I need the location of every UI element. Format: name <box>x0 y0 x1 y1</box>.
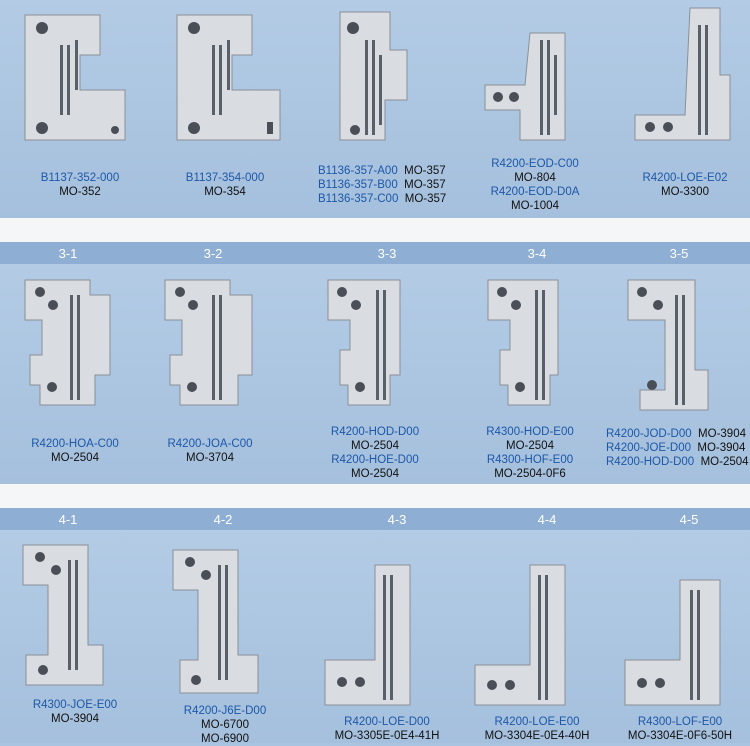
part-code: R4300-JOE-E00 <box>32 699 118 711</box>
needle-plate-image <box>324 564 411 706</box>
part-label-3-5: R4200-JOD-D00 MO-3904 R4200-JOE-D00 MO-3… <box>606 427 749 469</box>
part-code: R4200-EOD-C00 <box>491 158 579 170</box>
part-label-4-2: R4200-J6E-D00 MO-6700 MO-6900 <box>150 704 300 746</box>
needle-plate-image <box>474 564 566 706</box>
part-code: B1137-354-000 <box>185 172 265 184</box>
part-code: R4200-HOE-D00 <box>331 454 419 466</box>
part-code: R4200-LOE-D00 <box>344 716 430 728</box>
part-label-3-3: R4200-HOD-D00 MO-2504 R4200-HOE-D00 MO-2… <box>300 425 450 481</box>
header-3-3: 3-3 <box>377 246 397 261</box>
part-label-4-4: R4200-LOE-E00 MO-3304E-0E4-40H <box>462 715 612 743</box>
part-label-4-3: R4200-LOE-D00 MO-3305E-0E4-41H <box>312 715 462 743</box>
part-label-3-4: R4300-HOD-E00 MO-2504 R4300-HOF-E00 MO-2… <box>455 425 605 481</box>
needle-plate-image <box>24 279 111 406</box>
model-number: MO-2504 <box>51 452 99 464</box>
needle-plate-image <box>164 279 253 406</box>
model-number: MO-3300 <box>661 186 709 198</box>
needle-plate-image <box>176 14 281 141</box>
header-4-3: 4-3 <box>387 512 407 527</box>
part-label-r4200-loe-e02: R4200-LOE-E02 MO-3300 <box>610 171 750 199</box>
part-label-3-2: R4200-JOA-C00 MO-3704 <box>135 437 285 465</box>
needle-plate-image <box>627 279 709 411</box>
part-code: R4200-LOE-E00 <box>494 716 580 728</box>
header-3-1: 3-1 <box>58 246 78 261</box>
part-code: R4200-HOD-D00 <box>606 456 695 468</box>
header-3-2: 3-2 <box>203 246 223 261</box>
part-code: R4300-LOF-E00 <box>637 716 723 728</box>
model-number: MO-2504 <box>351 440 399 452</box>
model-number: MO-3305E-0E4-41H <box>334 730 440 742</box>
part-label-3-1: R4200-HOA-C00 MO-2504 <box>0 437 150 465</box>
header-4-2: 4-2 <box>213 512 233 527</box>
row-separator-2 <box>0 484 750 508</box>
model-number: MO-2504 <box>700 456 749 468</box>
part-label-4-5: R4300-LOF-E00 MO-3304E-0F6-50H <box>605 715 750 743</box>
part-label-4-1: R4300-JOE-E00 MO-3904 <box>0 698 150 726</box>
model-number: MO-3704 <box>186 452 234 464</box>
needle-plate-image <box>634 7 731 141</box>
header-4-4: 4-4 <box>537 512 557 527</box>
model-number: MO-357 <box>404 179 446 191</box>
needle-plate-image <box>22 544 104 686</box>
model-number: MO-352 <box>59 186 101 198</box>
part-label-b1137-354: B1137-354-000 MO-354 <box>150 171 300 199</box>
model-number: MO-3904 <box>698 428 746 440</box>
part-code: R4300-HOD-E00 <box>486 426 574 438</box>
model-number: MO-1004 <box>511 200 559 212</box>
part-label-b1136-357: B1136-357-A00 MO-357 B1136-357-B00 MO-35… <box>318 164 446 206</box>
part-code: B1137-352-000 <box>40 172 120 184</box>
row3-header-band: 4-1 4-2 4-3 4-4 4-5 <box>0 508 750 530</box>
part-code: R4200-EOD-D0A <box>490 186 580 198</box>
part-code: R4300-HOF-E00 <box>486 454 574 466</box>
part-label-b1137-352: B1137-352-000 MO-352 <box>5 171 155 199</box>
part-code: R4200-HOD-D00 <box>330 426 420 438</box>
part-code: B1136-357-A00 <box>318 165 398 177</box>
model-number: MO-357 <box>404 165 446 177</box>
part-code: B1136-357-C00 <box>318 193 399 205</box>
row-separator-1 <box>0 218 750 242</box>
needle-plate-image <box>24 14 126 141</box>
model-number: MO-354 <box>204 186 246 198</box>
model-number: MO-2504 <box>351 468 399 480</box>
part-label-r4200-eod: R4200-EOD-C00 MO-804 R4200-EOD-D0A MO-10… <box>460 157 610 213</box>
needle-plate-image <box>624 579 721 706</box>
needle-plate-image <box>327 279 401 406</box>
model-number: MO-3904 <box>51 713 99 725</box>
model-number: MO-6900 <box>201 733 249 745</box>
part-code: R4200-JOD-D00 <box>606 428 692 440</box>
header-4-1: 4-1 <box>58 512 78 527</box>
model-number: MO-2504 <box>506 440 554 452</box>
needle-plate-image <box>484 32 566 141</box>
part-code: B1136-357-B00 <box>318 179 398 191</box>
model-number: MO-357 <box>404 193 447 205</box>
needle-plate-image <box>172 549 259 694</box>
model-number: MO-3904 <box>697 442 746 454</box>
part-code: R4200-JOA-C00 <box>167 438 253 450</box>
row2-header-band: 3-1 3-2 3-3 3-4 3-5 <box>0 242 750 264</box>
model-number: MO-3304E-0F6-50H <box>627 730 733 742</box>
part-code: R4200-J6E-D00 <box>183 705 267 717</box>
model-number: MO-804 <box>514 172 556 184</box>
header-3-5: 3-5 <box>669 246 689 261</box>
model-number: MO-3304E-0E4-40H <box>484 730 590 742</box>
part-code: R4200-HOA-C00 <box>31 438 119 450</box>
part-code: R4200-JOE-D00 <box>606 442 692 454</box>
needle-plate-image <box>339 11 408 141</box>
part-code: R4200-LOE-E02 <box>642 172 728 184</box>
model-number: MO-6700 <box>201 719 249 731</box>
header-3-4: 3-4 <box>527 246 547 261</box>
model-number: MO-2504-0F6 <box>494 468 566 480</box>
needle-plate-image <box>487 279 559 406</box>
header-4-5: 4-5 <box>679 512 699 527</box>
